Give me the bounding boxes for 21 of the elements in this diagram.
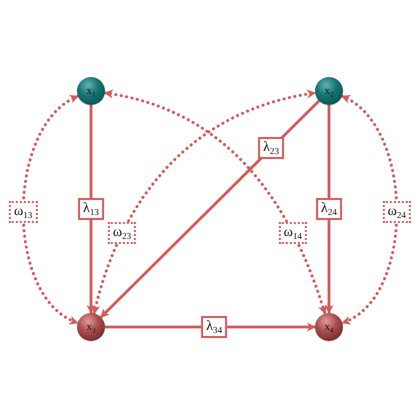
edge-label: ω$_{24}$ xyxy=(382,200,411,223)
edge-label: ω$_{13}$ xyxy=(9,200,38,223)
dotted-double-headed-arrow xyxy=(22,94,80,324)
edge-label: λ$_{23}$ xyxy=(258,137,284,160)
edge-label: λ$_{24}$ xyxy=(316,198,342,220)
node-label: x$_{4}$ xyxy=(324,322,334,332)
edge-label: λ$_{34}$ xyxy=(201,316,228,338)
sphere-node xyxy=(315,77,343,105)
node-label: x$_{2}$ xyxy=(324,86,334,96)
arrow xyxy=(105,322,316,332)
edge-label: ω$_{14}$ xyxy=(278,222,307,244)
sphere-node xyxy=(77,77,105,105)
sphere-node xyxy=(77,313,105,341)
arrow xyxy=(86,105,96,314)
dotted-double-headed-arrow xyxy=(340,94,398,324)
edge-label: ω$_{23}$ xyxy=(108,222,136,244)
edge-label: λ$_{13}$ xyxy=(78,198,104,220)
node-label: x$_{1}$ xyxy=(86,86,96,96)
arrow xyxy=(324,105,334,314)
node-label: x$_{3}$ xyxy=(86,322,96,332)
sphere-node xyxy=(315,313,343,341)
